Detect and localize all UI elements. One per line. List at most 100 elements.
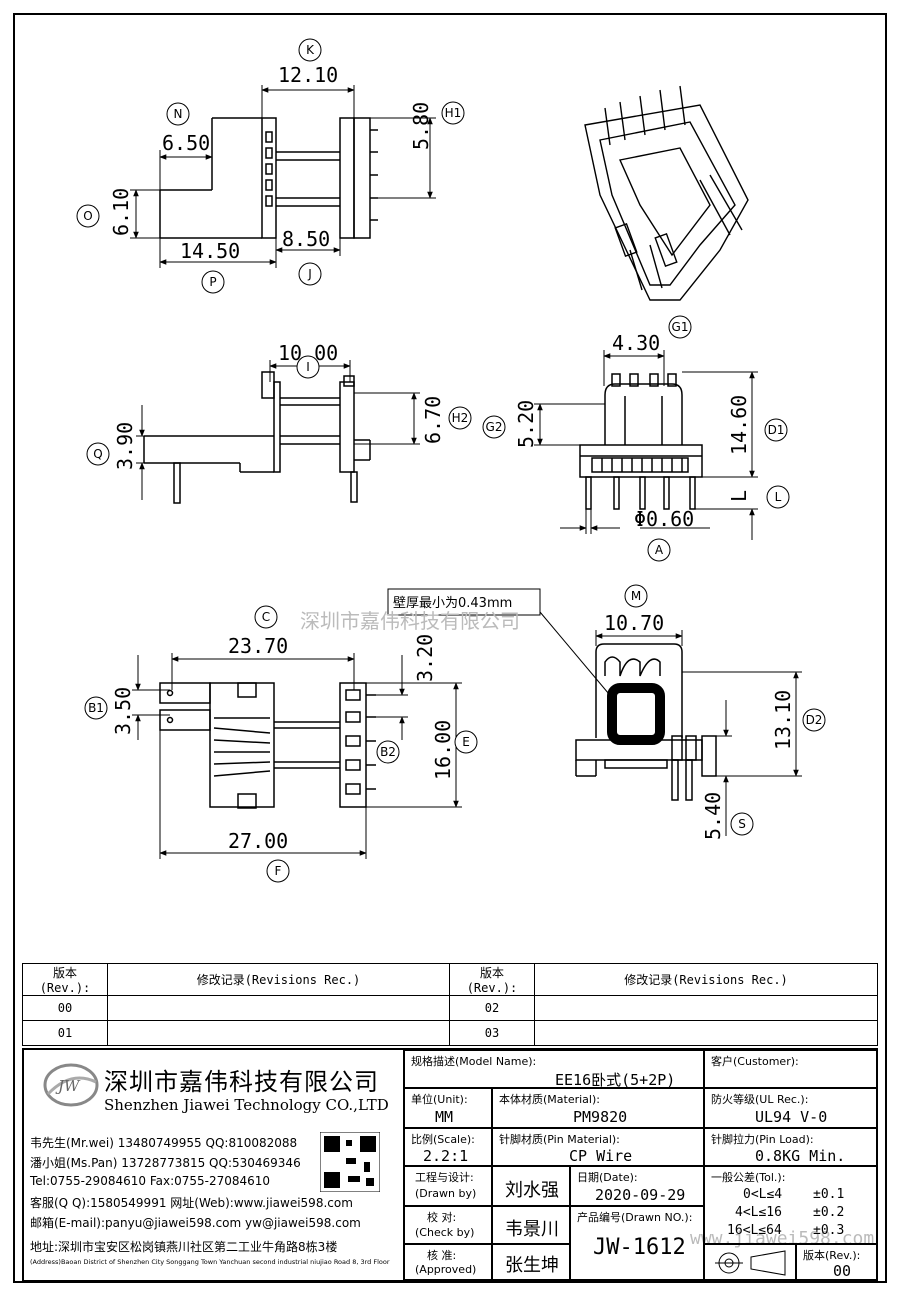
tag-p: P: [201, 270, 225, 294]
rec-header: 修改记录(Revisions Rec.): [107, 963, 450, 996]
company-area: JW 深圳市嘉伟科技有限公司 Shenzhen Jiawei Technolog…: [24, 1050, 404, 1280]
company-name-cn: 深圳市嘉伟科技有限公司: [104, 1068, 379, 1096]
dim-n: 6.50: [162, 131, 210, 155]
dim-g2: 5.20: [514, 400, 538, 448]
customer-label: 客户(Customer):: [711, 1055, 799, 1068]
svg-text:S: S: [738, 817, 746, 831]
dim-p: 14.50: [180, 239, 240, 263]
rev-value: 00: [833, 1262, 852, 1280]
dim-d2: 13.10: [771, 690, 795, 750]
scale-label: 比例(Scale):: [411, 1133, 475, 1146]
logo-text: JW: [55, 1077, 81, 1095]
approved-value: 张生坤: [505, 1255, 559, 1276]
dim-g1: 4.30: [612, 331, 660, 355]
projection-symbol-icon: [715, 1250, 786, 1276]
view-front: [136, 360, 420, 504]
table-row: 00 02: [22, 995, 878, 1021]
dim-b1: 3.50: [111, 687, 135, 735]
approved-label: 核 准:: [427, 1249, 457, 1262]
drawn-value: 刘水强: [505, 1180, 559, 1201]
view-side: [534, 350, 758, 540]
svg-text:H2: H2: [452, 411, 469, 425]
material-label: 本体材质(Material):: [499, 1093, 600, 1106]
drawn-no-label: 产品编号(Drawn NO.):: [577, 1211, 693, 1224]
svg-text:L: L: [775, 490, 782, 504]
dim-a: Φ0.60: [634, 507, 694, 531]
dim-m: 10.70: [604, 611, 664, 635]
contact-address-en: (Address)Baoan District of Shenzhen City…: [30, 1258, 390, 1266]
watermark: 深圳市嘉伟科技有限公司: [300, 609, 520, 633]
dim-q: 3.90: [113, 422, 137, 470]
view-isometric: [584, 85, 749, 301]
dim-l: L: [727, 490, 751, 502]
tag-q: Q: [86, 442, 110, 466]
tol-value-1: ±0.1: [813, 1187, 845, 1202]
contact-email: 邮箱(E-mail):panyu@jiawei598.com yw@jiawei…: [30, 1216, 361, 1230]
dim-s: 5.40: [701, 792, 725, 840]
tag-e: E: [454, 730, 478, 754]
tag-d2: D2: [802, 708, 826, 732]
approved-sub: (Approved): [415, 1263, 477, 1276]
tag-m: M: [624, 584, 648, 608]
qr-code-icon: [320, 1132, 380, 1192]
rev-header-2: 版本(Rev.):: [449, 963, 535, 996]
tag-s: S: [730, 812, 754, 836]
svg-text:K: K: [306, 43, 315, 57]
dim-o: 6.10: [109, 188, 133, 236]
dim-b2: 3.20: [413, 634, 437, 682]
drawn-no-value: JW-1612: [593, 1235, 686, 1260]
unit-value: MM: [435, 1108, 454, 1126]
tol-label: 一般公差(Tol.):: [711, 1171, 786, 1184]
svg-text:H1: H1: [445, 106, 462, 120]
rev-label: 版本(Rev.):: [803, 1249, 861, 1262]
tag-c: C: [254, 605, 278, 629]
tag-h1: H1: [441, 101, 465, 125]
svg-text:F: F: [275, 864, 282, 878]
ul-label: 防火等级(UL Rec.):: [711, 1093, 809, 1106]
contact-address: 地址:深圳市宝安区松岗镇燕川社区第二工业牛角路8栋3楼: [30, 1240, 338, 1254]
tag-h2: H2: [448, 406, 472, 430]
pin-load-label: 针脚拉力(Pin Load):: [711, 1133, 814, 1146]
tol-range-2: 4<L≤16: [735, 1205, 782, 1220]
model-value: EE16卧式(5+2P): [555, 1071, 676, 1089]
svg-text:A: A: [655, 543, 664, 557]
ul-value: UL94 V-0: [755, 1108, 828, 1126]
tag-g1: G1: [668, 315, 692, 339]
tol-range-3: 16<L≤64: [727, 1223, 782, 1238]
dim-c: 23.70: [228, 634, 288, 658]
dim-k: 12.10: [278, 63, 338, 87]
svg-text:Q: Q: [93, 447, 102, 461]
wall-thickness-note: 壁厚最小为0.43mm: [393, 596, 512, 611]
svg-text:P: P: [209, 275, 216, 289]
company-logo-icon: JW: [43, 1063, 99, 1107]
dim-d1: 14.60: [727, 395, 751, 455]
drawn-label: 工程与设计:: [415, 1171, 474, 1184]
revision-table: 版本(Rev.): 修改记录(Revisions Rec.) 版本(Rev.):…: [22, 963, 878, 1046]
unit-label: 单位(Unit):: [411, 1093, 468, 1106]
svg-text:G2: G2: [486, 420, 503, 434]
svg-text:G1: G1: [672, 320, 689, 334]
tag-j: J: [298, 262, 322, 286]
tol-range-1: 0<L≤4: [743, 1187, 783, 1202]
model-label: 规格描述(Model Name):: [411, 1055, 537, 1068]
tag-n: N: [166, 102, 190, 126]
tol-value-2: ±0.2: [813, 1205, 845, 1220]
check-value: 韦景川: [505, 1219, 559, 1240]
contact-pan: 潘小姐(Ms.Pan) 13728773815 QQ:530469346: [30, 1156, 301, 1170]
rec-header-2: 修改记录(Revisions Rec.): [534, 963, 878, 996]
pin-load-value: 0.8KG Min.: [755, 1147, 846, 1165]
table-row: 01 03: [22, 1020, 878, 1046]
check-label: 校 对:: [427, 1211, 457, 1224]
dim-f: 27.00: [228, 829, 288, 853]
pin-material-label: 针脚材质(Pin Material):: [499, 1133, 620, 1146]
company-name-en: Shenzhen Jiawei Technology CO.,LTD: [104, 1096, 389, 1114]
contact-wei: 韦先生(Mr.wei) 13480749955 QQ:810082088: [30, 1136, 298, 1150]
tag-o: O: [76, 204, 100, 228]
tag-i: I: [296, 355, 320, 379]
view-end: [539, 611, 802, 836]
pin-material-value: CP Wire: [569, 1147, 633, 1165]
check-sub: (Check by): [415, 1226, 475, 1239]
tag-b1: B1: [84, 696, 108, 720]
